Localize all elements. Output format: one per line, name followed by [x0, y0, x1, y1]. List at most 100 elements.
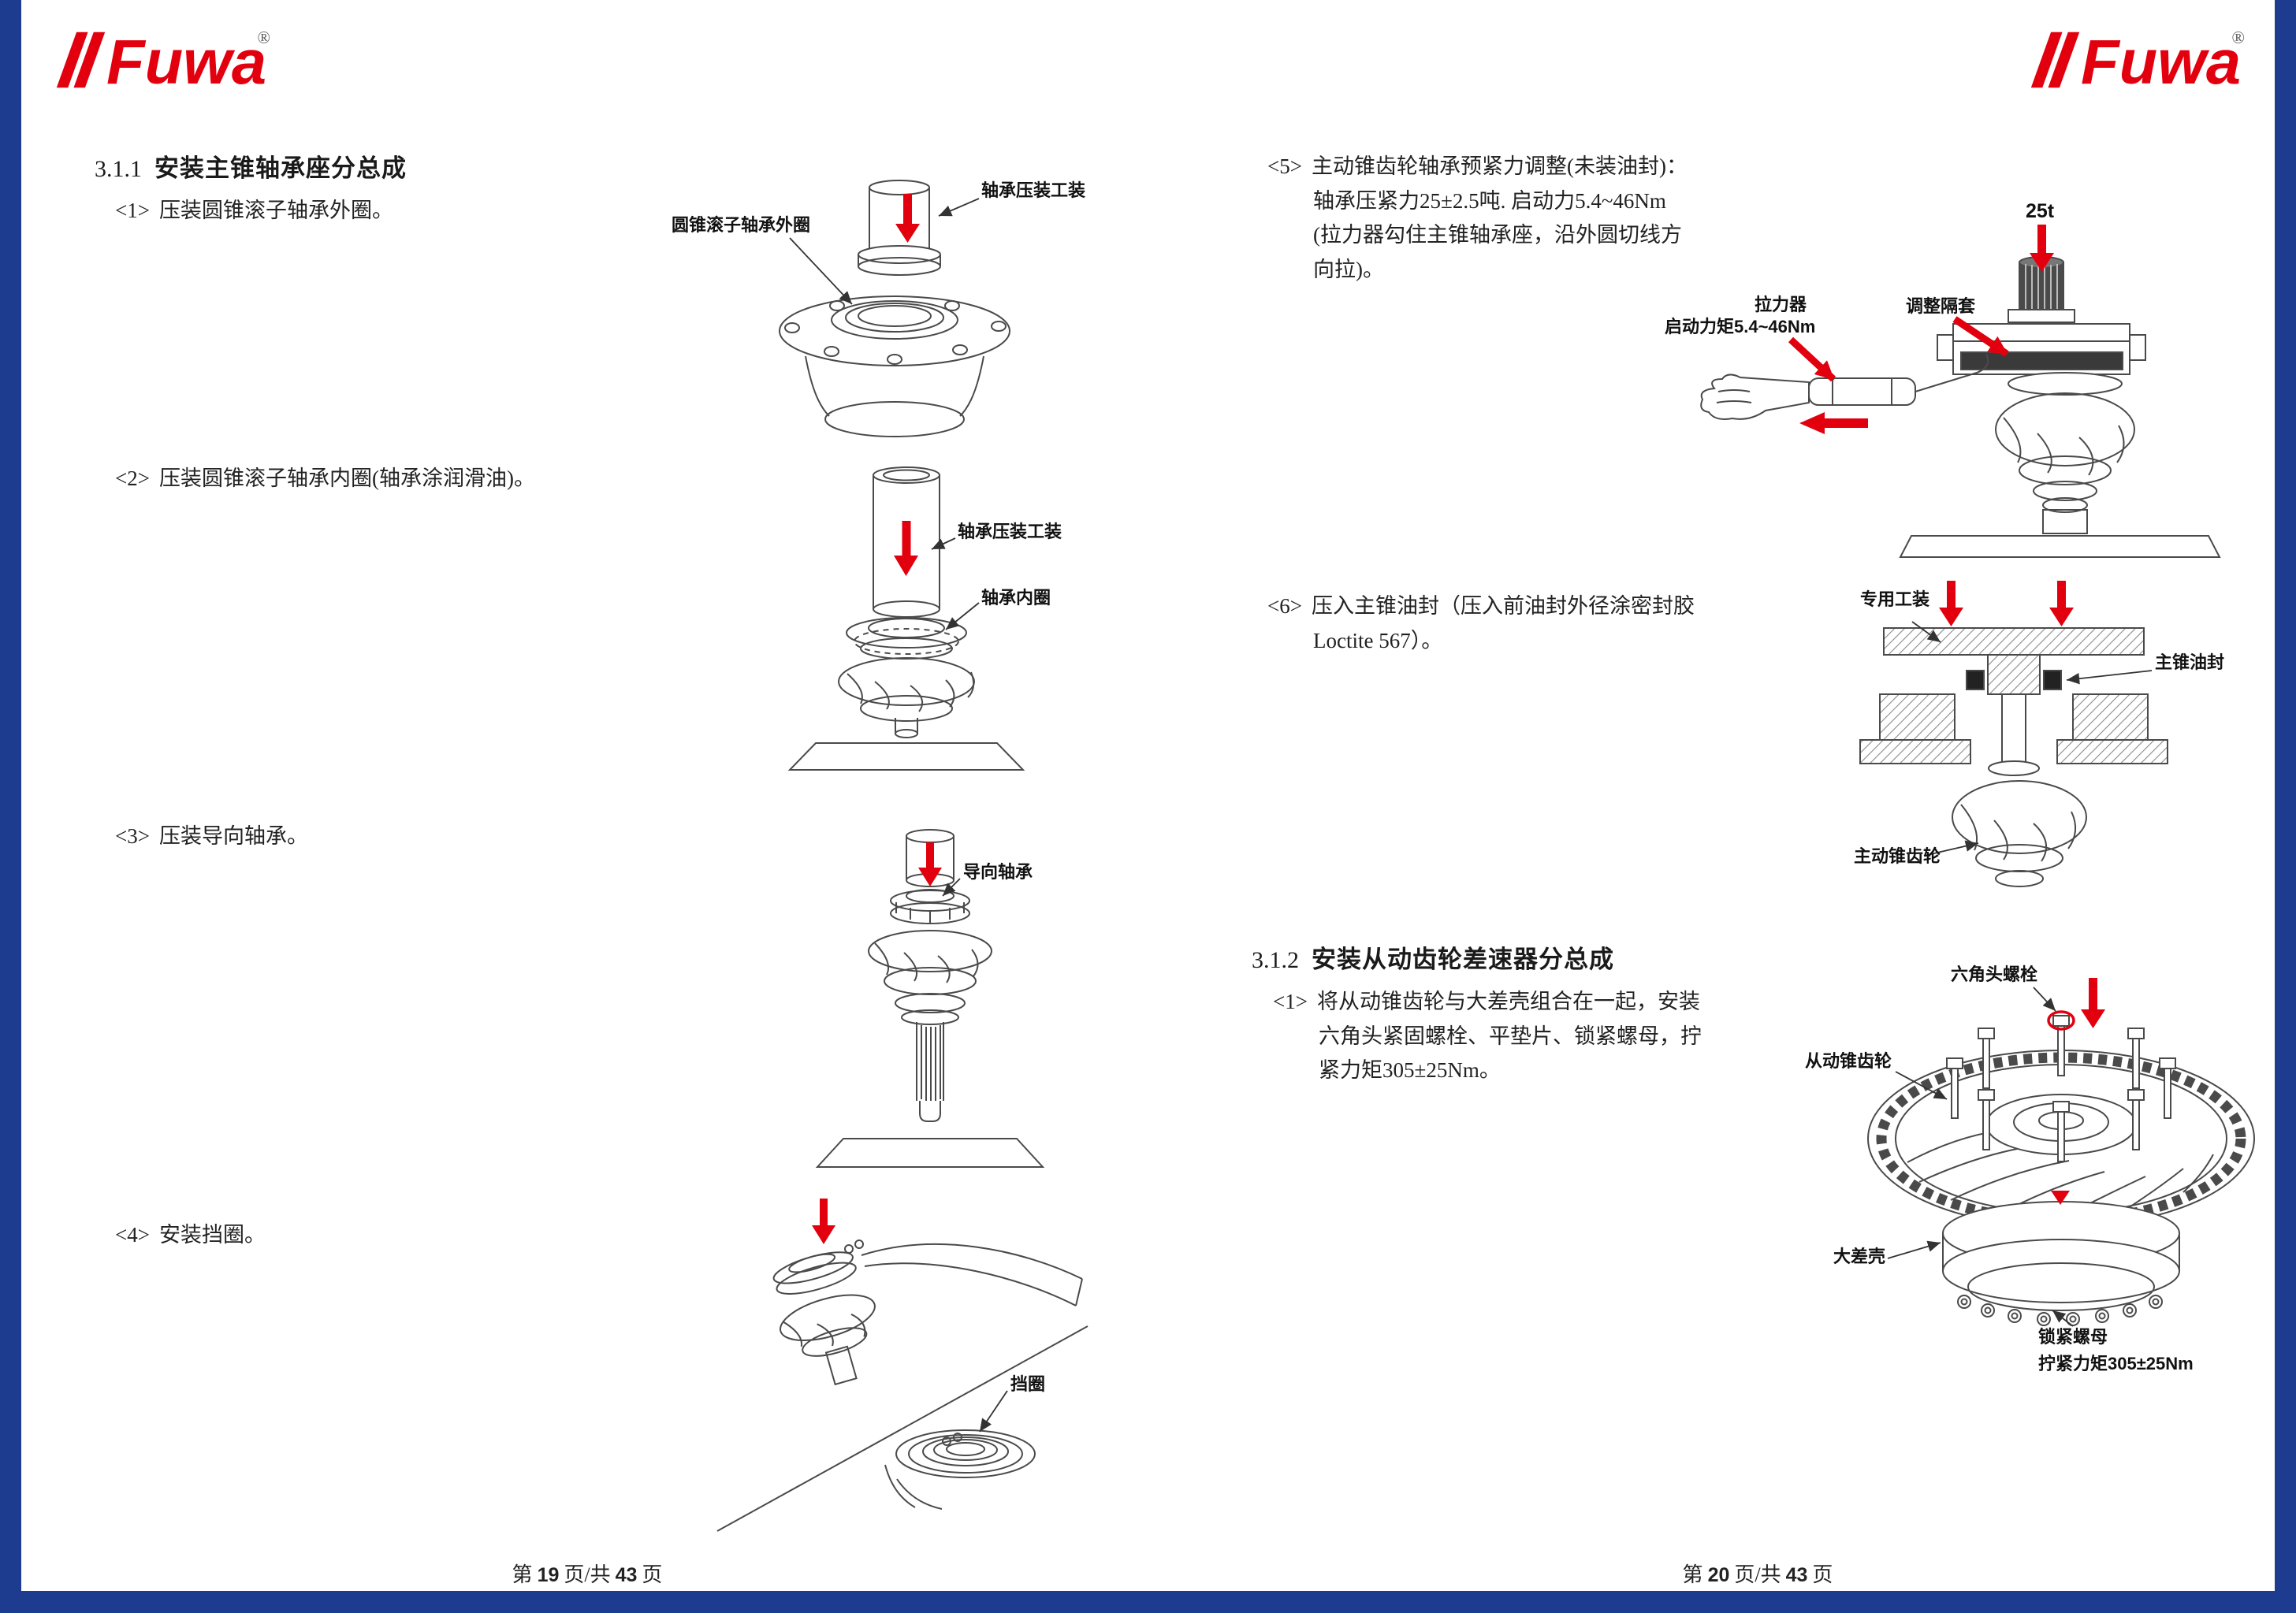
- red-arrow-down-icon: [2030, 225, 2054, 272]
- step-text: 将从动锥齿轮与大差壳组合在一起，安装: [1316, 990, 1700, 1013]
- pinion-gear-drawing: [787, 657, 1025, 771]
- bottom-border-bar: [0, 1591, 2296, 1613]
- red-arrow-down-icon: [812, 1199, 835, 1244]
- pinion-gear-drawing: [1899, 392, 2221, 558]
- leader-lines: [1887, 987, 2074, 1327]
- step-text: Loctite 567）。: [1313, 628, 1443, 652]
- logo-text: Fuwa: [106, 27, 266, 97]
- label-press-tool: 轴承压装工装: [981, 180, 1086, 200]
- label-pinion-seal: 主锥油封: [2155, 652, 2225, 672]
- fig1-drawing: [779, 180, 1010, 437]
- housing-section-drawing: [1859, 670, 2168, 776]
- pinion-gear-drawing: [1952, 780, 2087, 887]
- bearing-housing-drawing: [779, 295, 1010, 437]
- pinion-shaft-drawing: [815, 930, 1045, 1168]
- step-3: <3> 压装导向轴承。: [115, 820, 308, 854]
- logo-slash-icon: [2030, 32, 2080, 88]
- bolts-drawing: [1946, 1015, 2176, 1162]
- red-arrow-down-icon: [895, 194, 920, 243]
- label-starting-torque: 启动力矩5.4~46Nm: [1665, 317, 1816, 336]
- step-1: <1>压装圆锥滚子轴承外圈。: [115, 194, 393, 229]
- logo-slash-icon: [56, 32, 106, 88]
- label-puller: 拉力器: [1755, 295, 1807, 314]
- red-highlight-circle: [2047, 1010, 2075, 1031]
- step-text: 压装导向轴承。: [158, 824, 308, 848]
- fig7-drawing: [1867, 978, 2255, 1327]
- label-driven-gear: 从动锥齿轮: [1805, 1051, 1892, 1071]
- label-special-tool: 专用工装: [1860, 589, 1930, 609]
- label-adjusting-spacer: 调整隔套: [1906, 296, 1976, 316]
- section-number: 3.1.1: [95, 156, 142, 182]
- pinion-assembly-drawing: [772, 1251, 876, 1386]
- fig6-drawing: [1859, 581, 2168, 887]
- footer-text: 页/共: [1734, 1563, 1781, 1586]
- leader-lines: [1911, 621, 2153, 856]
- footer-total-pages: 43: [1785, 1564, 1808, 1586]
- red-pointer-arrows: [1788, 316, 2009, 382]
- footer-total-pages: 43: [615, 1564, 638, 1586]
- fig-guide-bearing-pressing: 导向轴承: [768, 823, 1107, 1178]
- footer-text: 页/共: [564, 1563, 611, 1586]
- fig-preload-adjustment: 25t 拉力器 启动力矩5.4~46Nm 调整隔套: [1639, 185, 2238, 579]
- step-312-1: <1>将从动锥齿轮与大差壳组合在一起，安装 六角头紧固螺栓、平垫片、锁紧螺母，拧…: [1273, 985, 1702, 1088]
- press-cylinder-drawing: [906, 829, 954, 887]
- section-number: 3.1.2: [1252, 947, 1299, 973]
- step-line: <5> 主动锥齿轮轴承预紧力调整(未装油封)：: [1267, 150, 1688, 184]
- footer-page-number: 20: [1707, 1564, 1730, 1586]
- label-diff-case: 大差壳: [1833, 1247, 1886, 1266]
- fig-ring-gear-assembly: 六角头螺栓 从动锥齿轮 大差壳 锁紧螺母 拧紧力矩305±25Nm: [1758, 950, 2270, 1454]
- step-number: <6>: [1267, 594, 1302, 618]
- leader-lines: [979, 1390, 1008, 1433]
- step-4: <4> 安装挡圈。: [115, 1218, 266, 1253]
- red-arrow-pull-icon: [1799, 412, 1868, 434]
- diff-case-drawing: [1942, 1201, 2180, 1311]
- divider-line: [716, 1325, 1088, 1532]
- step-number: <4>: [115, 1223, 150, 1247]
- step-6: <6> 压入主锥油封（压入前油封外径涂密封胶 Loctite 567）。: [1267, 589, 1695, 658]
- leader-lines: [931, 537, 980, 630]
- step-text: 主动锥齿轮轴承预紧力调整(未装油封)：: [1311, 154, 1688, 178]
- fuwa-logo-left: Fuwa ®: [56, 27, 270, 97]
- fig5-drawing: [1700, 225, 2221, 558]
- fuwa-logo-right: Fuwa ®: [2030, 27, 2245, 97]
- label-lock-nut-torque: 拧紧力矩305±25Nm: [2038, 1354, 2194, 1373]
- label-load-25t: 25t: [2026, 200, 2055, 222]
- label-snap-ring: 挡圈: [1010, 1374, 1046, 1394]
- logo-text: Fuwa: [2081, 27, 2241, 97]
- step-line: <1>将从动锥齿轮与大差壳组合在一起，安装: [1273, 985, 1702, 1020]
- bearing-cone-drawing: [846, 617, 967, 660]
- step-text: 安装挡圈。: [158, 1223, 266, 1247]
- special-tool-drawing: [1883, 627, 2145, 695]
- logo-registered-mark: ®: [2232, 28, 2245, 47]
- red-arrow-down-icon: [894, 521, 918, 576]
- footer-page-number: 19: [537, 1564, 560, 1586]
- step-text: (拉力器勾住主锥轴承座，沿外圆切线方: [1313, 223, 1682, 247]
- step-text: 压入主锥油封（压入前油封外径涂密封胶: [1311, 594, 1695, 618]
- fig3-drawing: [815, 829, 1045, 1168]
- leader-lines: [789, 198, 980, 305]
- step-number: <5>: [1267, 154, 1302, 178]
- fig-inner-race-pressing: 轴承压装工装 轴承内圈: [749, 461, 1111, 784]
- red-arrow-down-icon: [918, 842, 942, 886]
- step-number: <3>: [115, 824, 150, 848]
- footer-text: 页: [1812, 1563, 1833, 1586]
- snap-ring-pliers-drawing: [844, 1239, 1083, 1306]
- footer-text: 第: [1682, 1563, 1703, 1586]
- step-number: <2>: [115, 466, 150, 490]
- label-inner-race: 轴承内圈: [981, 588, 1051, 608]
- red-arrow-down-icon: [2051, 978, 2105, 1205]
- label-drive-pinion: 主动锥齿轮: [1854, 846, 1941, 866]
- label-hex-bolt: 六角头螺栓: [1951, 964, 2038, 984]
- footer-text: 第: [512, 1563, 533, 1586]
- fig2-drawing: [787, 466, 1025, 771]
- label-outer-race: 圆锥滚子轴承外圈: [672, 215, 811, 235]
- label-lock-nut: 锁紧螺母: [2038, 1327, 2108, 1347]
- logo-registered-mark: ®: [258, 28, 270, 47]
- footer-text: 页: [642, 1563, 663, 1586]
- step-text: 六角头紧固螺栓、平垫片、锁紧螺母，拧: [1319, 1024, 1702, 1048]
- step-text: 紧力矩305±25Nm。: [1319, 1058, 1501, 1083]
